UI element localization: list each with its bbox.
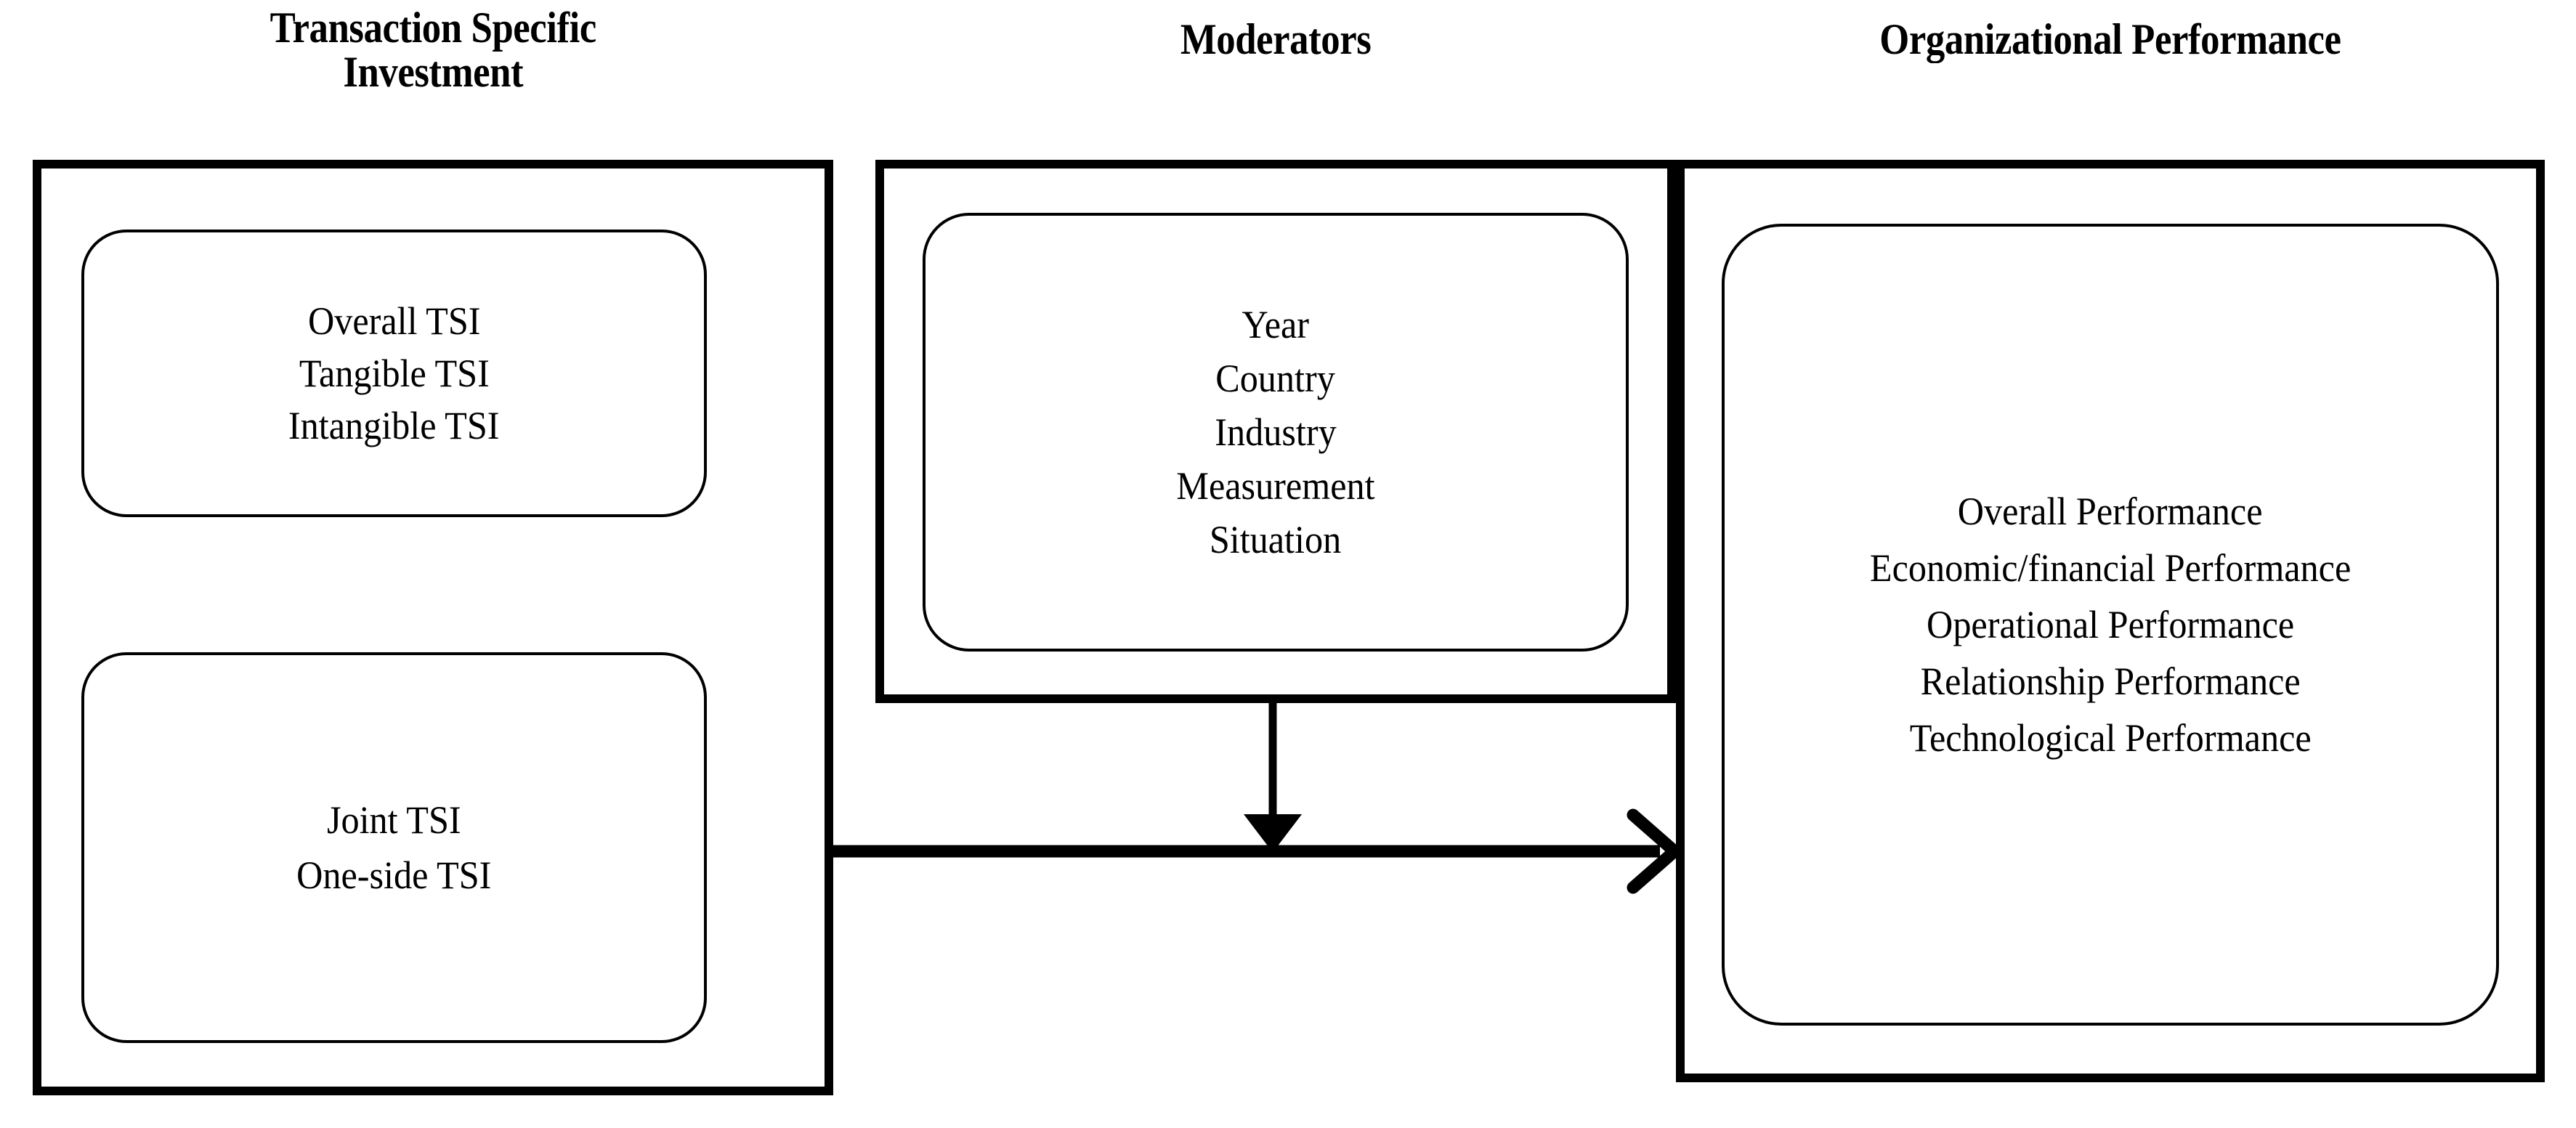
- right-column-title-text: Organizational Performance: [1879, 15, 2341, 63]
- list-item: Intangible TSI: [288, 404, 500, 447]
- moderation-arrowhead: [1243, 814, 1303, 853]
- middle-column-title-text: Moderators: [1180, 15, 1372, 63]
- middle-column-title: Moderators: [880, 17, 1672, 105]
- list-item: Situation: [1210, 518, 1342, 561]
- list-item: Joint TSI: [327, 798, 461, 842]
- list-item: Economic/financial Performance: [1869, 546, 2352, 590]
- list-item: Industry: [1215, 410, 1337, 454]
- left-column-title: Transaction Specific Investment: [37, 4, 829, 151]
- moderators-list: Year Country Industry Measurement Situat…: [924, 214, 1627, 650]
- right-outer-box: [1676, 160, 2545, 1082]
- list-item: Year: [1242, 303, 1310, 346]
- tsi-types-rounded-box: [81, 230, 707, 517]
- list-item: One-side TSI: [296, 853, 492, 897]
- moderators-rounded-box: [923, 213, 1629, 652]
- right-column-title: Organizational Performance: [1680, 17, 2540, 105]
- list-item: Measurement: [1176, 464, 1375, 508]
- left-outer-box: [33, 160, 833, 1095]
- tsi-parties-list: Joint TSI One-side TSI: [83, 654, 705, 1042]
- tsi-types-list: Overall TSI Tangible TSI Intangible TSI: [83, 231, 705, 516]
- list-item: Overall Performance: [1958, 490, 2263, 533]
- tsi-parties-rounded-box: [81, 652, 707, 1043]
- performance-list: Overall Performance Economic/financial P…: [1723, 225, 2498, 1024]
- list-item: Tangible TSI: [299, 352, 490, 395]
- left-column-title-text: Transaction Specific Investment: [270, 4, 596, 97]
- list-item: Technological Performance: [1909, 716, 2312, 760]
- list-item: Relationship Performance: [1920, 660, 2301, 703]
- list-item: Country: [1215, 357, 1336, 400]
- main-effect-arrowhead: [1627, 808, 1684, 894]
- list-item: Operational Performance: [1926, 603, 2295, 646]
- performance-rounded-box: [1722, 224, 2499, 1026]
- list-item: Overall TSI: [307, 299, 481, 343]
